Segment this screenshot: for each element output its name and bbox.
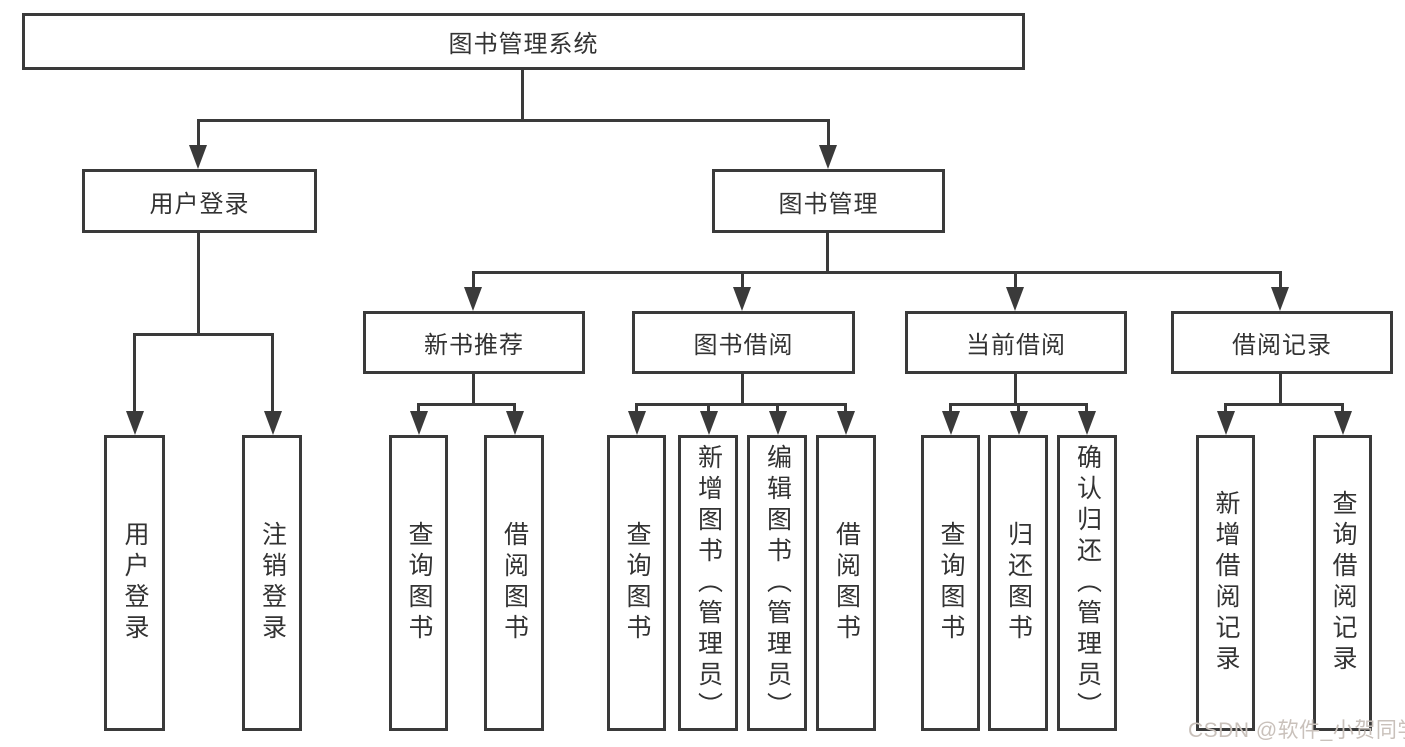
arrow-down-icon [264,411,282,435]
leaf-add-borrow-record-label: 新增借阅记录 [1212,490,1240,676]
connector-line [472,271,1282,274]
leaf-borrow-books-borrowing: 借阅图书 [816,435,876,731]
leaf-add-book-admin-label: 新增图书（管理员） [694,443,723,723]
connector-line [741,271,744,291]
node-current-borrowing: 当前借阅 [905,311,1127,374]
arrow-down-icon [819,145,837,169]
connector-line [197,119,200,149]
watermark: CSDN @软件_小贺同学 [1188,719,1405,742]
connector-line [844,403,847,415]
connector-line [1014,271,1017,291]
connector-line [1341,403,1344,415]
leaf-return-book-label: 归还图书 [1004,521,1033,645]
node-new-book-recommend-label: 新书推荐 [424,332,524,359]
leaf-logout: 注销登录 [242,435,302,731]
leaf-return-book: 归还图书 [988,435,1048,731]
leaf-user-login: 用户登录 [104,435,165,731]
leaf-user-login-label: 用户登录 [121,521,149,645]
leaf-add-book-admin: 新增图书（管理员） [678,435,738,731]
leaf-query-books-borrowing: 查询图书 [607,435,666,731]
arrow-down-icon [1271,287,1289,311]
connector-line [1279,271,1282,291]
connector-line [741,374,744,406]
connector-line [197,233,200,336]
arrow-down-icon [506,411,524,435]
arrow-down-icon [942,411,960,435]
arrow-down-icon [628,411,646,435]
arrow-down-icon [1006,287,1024,311]
leaf-edit-book-admin: 编辑图书（管理员） [747,435,807,731]
arrow-down-icon [769,411,787,435]
node-user-login-label: 用户登录 [149,190,250,218]
leaf-query-books-recommend: 查询图书 [389,435,448,731]
arrow-down-icon [837,411,855,435]
connector-line [513,403,516,415]
node-current-borrowing-label: 当前借阅 [966,332,1066,359]
connector-line [1224,403,1227,415]
node-book-management-label: 图书管理 [778,190,879,218]
connector-line [197,119,830,122]
connector-line [1017,403,1020,415]
connector-line [1279,374,1282,406]
connector-line [635,403,638,415]
node-new-book-recommend: 新书推荐 [363,311,585,374]
connector-line [521,70,524,121]
connector-line [271,333,274,415]
arrow-down-icon [1217,411,1235,435]
leaf-borrow-books-recommend: 借阅图书 [484,435,544,731]
arrow-down-icon [1334,411,1352,435]
connector-line [635,403,847,406]
node-root: 图书管理系统 [22,13,1025,70]
node-book-management: 图书管理 [712,169,945,233]
leaf-edit-book-admin-label: 编辑图书（管理员） [763,443,792,723]
arrow-down-icon [189,145,207,169]
node-book-borrowing-label: 图书借阅 [693,332,794,359]
arrow-down-icon [700,411,718,435]
leaf-borrow-books-recommend-label: 借阅图书 [500,521,529,645]
node-book-borrowing: 图书借阅 [632,311,855,374]
leaf-query-books-borrowing-label: 查询图书 [623,521,651,645]
connector-line [826,233,829,274]
connector-line [1224,403,1344,406]
leaf-query-borrow-record-label: 查询借阅记录 [1329,490,1357,676]
connector-line [827,119,830,149]
connector-line [417,403,516,406]
connector-line [949,403,952,415]
node-borrowing-records-label: 借阅记录 [1232,332,1332,359]
connector-line [472,271,475,291]
arrow-down-icon [1010,411,1028,435]
connector-line [1085,403,1088,415]
leaf-query-books-recommend-label: 查询图书 [405,521,433,645]
connector-line [417,403,420,415]
leaf-borrow-books-borrowing-label: 借阅图书 [832,521,861,645]
leaf-query-books-current-label: 查询图书 [937,521,965,645]
leaf-query-borrow-record: 查询借阅记录 [1313,435,1372,731]
node-user-login: 用户登录 [82,169,317,233]
arrow-down-icon [1078,411,1096,435]
leaf-query-books-current: 查询图书 [921,435,980,731]
leaf-confirm-return-admin-label: 确认归还（管理员） [1073,443,1102,723]
arrow-down-icon [410,411,428,435]
leaf-confirm-return-admin: 确认归还（管理员） [1057,435,1117,731]
arrow-down-icon [733,287,751,311]
leaf-add-borrow-record: 新增借阅记录 [1196,435,1255,731]
node-root-label: 图书管理系统 [448,31,599,58]
connector-line [472,374,475,406]
arrow-down-icon [464,287,482,311]
leaf-logout-label: 注销登录 [258,521,287,645]
connector-line [1014,374,1017,406]
connector-line [776,403,779,415]
connector-line [133,333,136,415]
connector-line [707,403,710,415]
node-borrowing-records: 借阅记录 [1171,311,1393,374]
connector-line [133,333,274,336]
arrow-down-icon [126,411,144,435]
